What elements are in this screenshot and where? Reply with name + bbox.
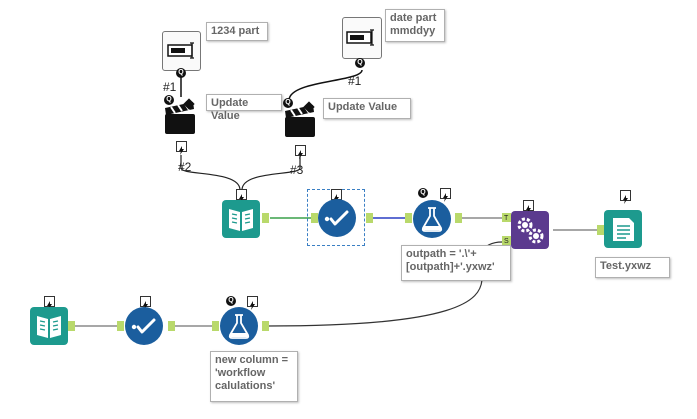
- connector-tab: [366, 213, 373, 223]
- annotation-1234-part: 1234 part: [206, 22, 268, 41]
- clapperboard-icon: [285, 101, 315, 137]
- checkmark-icon: [324, 210, 349, 226]
- connector-tab: [117, 321, 124, 331]
- lightning-anchor-icon: [44, 296, 55, 310]
- connector-tab: [502, 236, 511, 245]
- annotation-outpath: outpath = '.\'+ [outpath]+'.yxwz': [401, 245, 511, 281]
- lightning-anchor-icon: [247, 296, 258, 310]
- connector-tab: [405, 213, 412, 223]
- connector-tab: [212, 321, 219, 331]
- action-2-id: #3: [290, 163, 304, 177]
- annotation-update-value-1: Update Value: [206, 94, 282, 122]
- lightning-anchor-icon: [295, 145, 306, 159]
- wire-textbox2-action2: [288, 69, 363, 101]
- text-box-icon: [167, 42, 194, 59]
- document-icon: [613, 218, 634, 241]
- output-data-tool[interactable]: [604, 210, 642, 248]
- select-tool-2[interactable]: [125, 307, 163, 345]
- book-icon: [37, 316, 61, 338]
- input-data-tool[interactable]: [222, 200, 260, 238]
- question-anchor-icon: Q: [283, 98, 293, 108]
- text-box-tool-2[interactable]: [342, 17, 382, 59]
- anchor-t-label: T: [504, 215, 509, 222]
- annotation-update-value-2: Update Value: [323, 98, 411, 119]
- formula-tool-2[interactable]: [220, 307, 258, 345]
- lightning-anchor-icon: [236, 189, 247, 203]
- lightning-anchor-icon: [523, 200, 534, 214]
- text-box-2-id: #1: [348, 74, 362, 88]
- connector-tab: [68, 321, 75, 331]
- connector-tab: [502, 213, 511, 222]
- question-anchor-icon: Q: [164, 95, 174, 105]
- clapperboard-icon: [165, 98, 195, 134]
- wire-action1-input: [180, 155, 241, 191]
- book-icon: [229, 209, 253, 231]
- wire-action2-input: [241, 155, 301, 191]
- connector-tab: [597, 225, 604, 235]
- lightning-anchor-icon: [440, 188, 451, 202]
- runner-tool[interactable]: [511, 211, 549, 249]
- anchor-s-label: S: [504, 238, 509, 245]
- formula-tool[interactable]: [413, 200, 451, 238]
- text-box-1-id: #1: [163, 80, 177, 94]
- lightning-anchor-icon: [140, 296, 151, 310]
- input-data-tool-2[interactable]: [30, 307, 68, 345]
- question-anchor-icon: Q: [355, 58, 365, 68]
- action-1-id: #2: [178, 160, 192, 174]
- checkmark-icon: [131, 318, 156, 334]
- connector-tab: [168, 321, 175, 331]
- connector-tab: [311, 213, 318, 223]
- annotation-date-part: date part mmddyy: [385, 9, 445, 42]
- question-anchor-icon: Q: [176, 68, 186, 78]
- action-tool-2[interactable]: [283, 101, 319, 139]
- connector-tab: [262, 213, 269, 223]
- connector-tab: [262, 321, 269, 331]
- annotation-new-column: new column = 'workflow calulations': [210, 351, 298, 402]
- question-anchor-icon: Q: [226, 296, 236, 306]
- action-tool-1[interactable]: [163, 98, 199, 136]
- flask-icon: [421, 207, 443, 232]
- annotation-output-file: Test.yxwz: [595, 257, 670, 278]
- wire-formula2-runner-s: [267, 241, 503, 327]
- gears-icon: [517, 217, 544, 244]
- text-box-tool-1[interactable]: [162, 31, 201, 71]
- connector-tab: [455, 213, 462, 223]
- question-anchor-icon: Q: [418, 188, 428, 198]
- lightning-anchor-icon: [176, 141, 187, 155]
- text-box-icon: [346, 29, 374, 46]
- flask-icon: [228, 314, 250, 339]
- select-tool[interactable]: [318, 199, 356, 237]
- lightning-anchor-icon: [620, 190, 631, 204]
